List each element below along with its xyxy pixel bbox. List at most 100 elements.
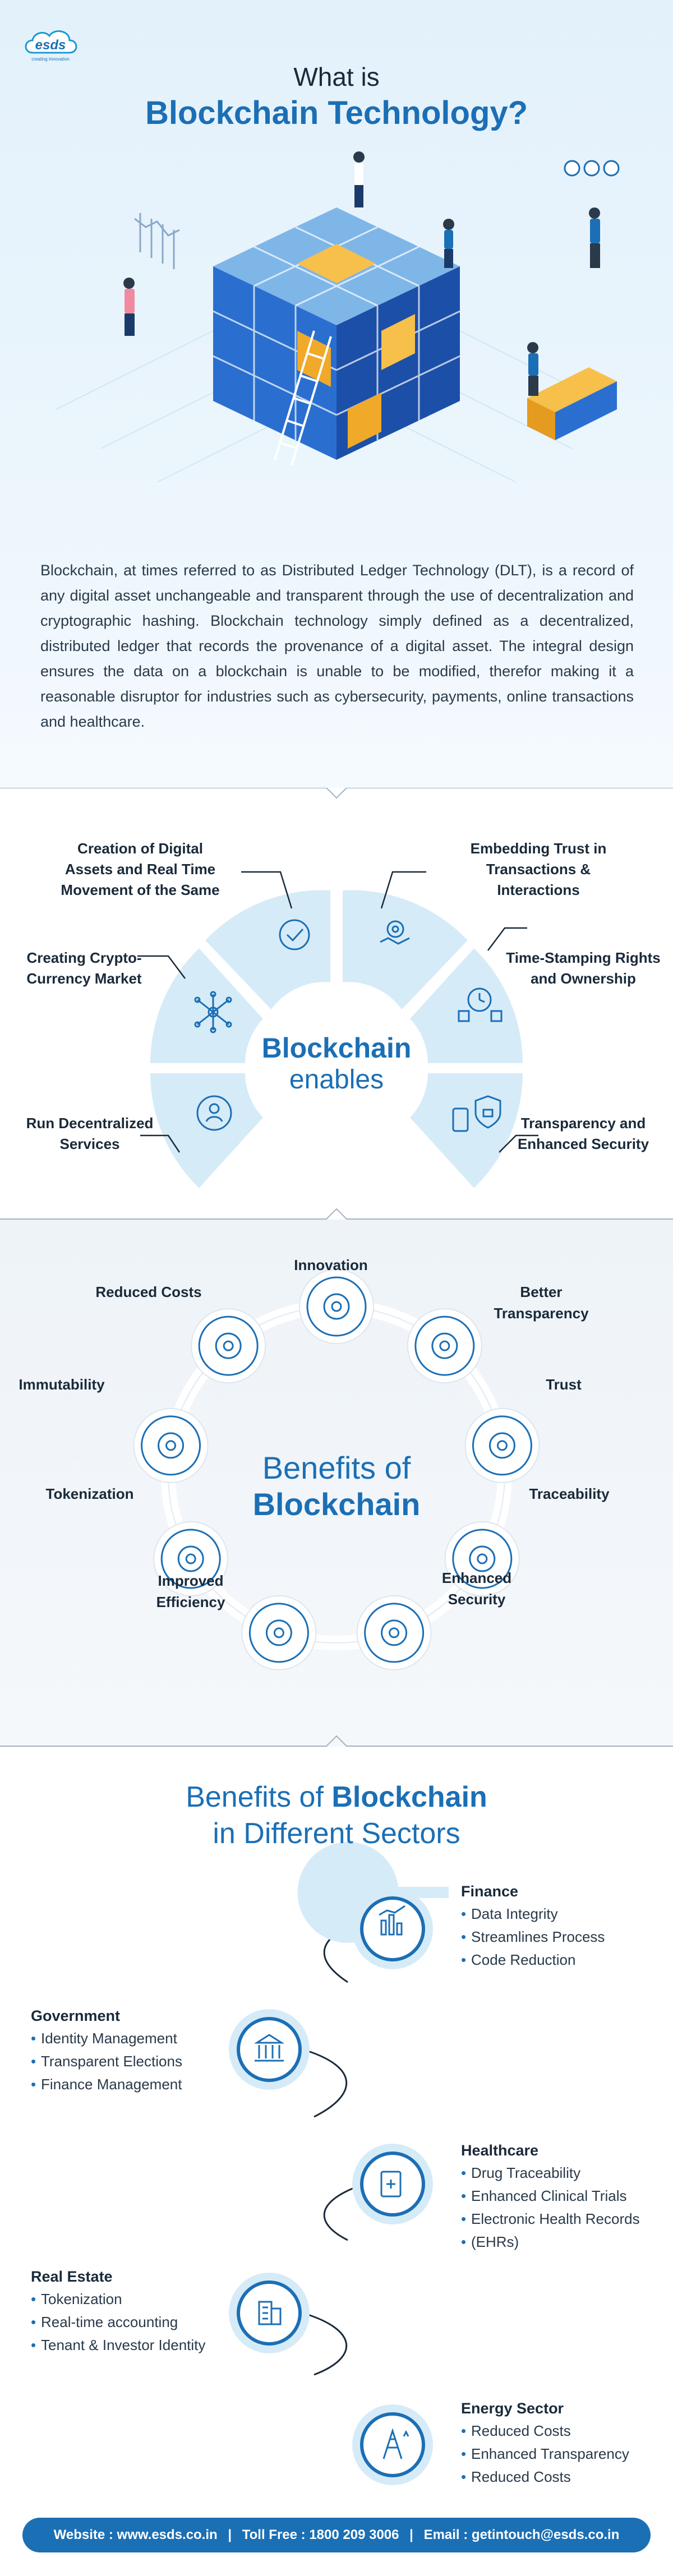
sector-healthcare-item-cont: (EHRs)	[461, 2231, 673, 2254]
medical-record-icon	[380, 2171, 402, 2198]
sector-finance-item: Data Integrity	[461, 1903, 673, 1926]
benefit-label-tokenization: Tokenization	[45, 1485, 134, 1502]
sector-pod-healthcare	[352, 2144, 433, 2224]
sector-energy: Energy Sector Reduced Costs Enhanced Tra…	[461, 2397, 673, 2489]
sectors-title-part-a: Benefits of	[186, 1781, 332, 1813]
enables-center-title: Blockchain	[261, 1032, 412, 1064]
sector-energy-item: Reduced Costs	[461, 2420, 673, 2443]
handshake-icon	[488, 1432, 515, 1459]
benefit-label-enhanced-security: Enhanced Security	[441, 1569, 512, 1608]
benefit-node-chart-gear-icon	[241, 1595, 317, 1670]
document-search-icon	[469, 1545, 496, 1572]
sector-real-estate-item: Tenant & Investor Identity	[31, 2334, 244, 2357]
enables-segment-top-right	[339, 887, 473, 1015]
enables-segment-left	[146, 943, 268, 1067]
blockchain-cube-illustration	[56, 151, 620, 483]
sector-finance-item: Streamlines Process	[461, 1926, 673, 1949]
sector-government-item: Finance Management	[31, 2073, 244, 2096]
footer-contact-bar: Website : www.esds.co.in | Toll Free : 1…	[22, 2518, 651, 2552]
sector-finance-item: Code Reduction	[461, 1949, 673, 1972]
sector-healthcare-heading: Healthcare	[461, 2142, 539, 2159]
rail-healthcare-realestate	[323, 2183, 365, 2241]
sector-pod-energy	[352, 2404, 433, 2485]
benefit-label-traceability: Traceability	[529, 1485, 610, 1502]
sector-real-estate: Real Estate Tokenization Real-time accou…	[31, 2265, 244, 2357]
enables-label-embedding-trust: Embedding Trust in Transactions & Intera…	[470, 840, 607, 898]
sector-healthcare-item: Enhanced Clinical Trials	[461, 2185, 673, 2208]
hero-title-line2: Blockchain Technology?	[145, 95, 528, 131]
enables-label-crypto-market: Creating Crypto-Currency Market	[26, 949, 142, 987]
benefit-node-shield-icon	[356, 1595, 432, 1670]
sector-healthcare-item: Drug Traceability	[461, 2162, 673, 2185]
sector-government: Government Identity Management Transpare…	[31, 2005, 244, 2096]
sectors-title-line1: Benefits of Blockchain	[0, 1780, 673, 1814]
benefit-label-transparency: Better Transparency	[494, 1284, 589, 1322]
cube-group	[213, 151, 460, 466]
sector-healthcare: Healthcare Drug Traceability Enhanced Cl…	[461, 2139, 673, 2254]
blocks-icon	[158, 1432, 185, 1459]
sector-government-item: Identity Management	[31, 2027, 244, 2050]
sector-energy-item: Reduced Costs	[461, 2466, 673, 2489]
benefit-node-blocks-icon	[133, 1407, 209, 1483]
lightbulb-gear-icon	[323, 1293, 350, 1320]
benefit-label-trust: Trust	[546, 1376, 582, 1393]
network-node-icon	[194, 991, 232, 1033]
shield-lock-icon	[452, 1095, 501, 1132]
enables-segment-right	[405, 943, 527, 1067]
footer-separator: |	[409, 2527, 413, 2542]
enables-label-time-stamping: Time-Stamping Rights and Ownership	[506, 949, 661, 987]
handshake-gear-icon	[380, 920, 410, 945]
enables-segment-top-left	[200, 887, 334, 1015]
check-circle-icon	[279, 919, 310, 950]
enables-label-digital-assets: Creation of Digital Assets and Real Time…	[61, 840, 220, 898]
benefit-label-reduced-costs: Reduced Costs	[95, 1284, 202, 1300]
benefit-node-handshake-icon	[464, 1407, 540, 1483]
benefit-node-token-icon	[153, 1521, 229, 1596]
enables-label-transparency: Transparency and Enhanced Security	[517, 1115, 649, 1152]
blockchain-enables-section: Creation of Digital Assets and Real Time…	[0, 788, 673, 1220]
sector-energy-heading: Energy Sector	[461, 2400, 564, 2417]
person-server	[527, 342, 617, 440]
benefit-label-innovation: Innovation	[294, 1257, 368, 1273]
sector-pod-finance	[297, 1842, 449, 1969]
sector-real-estate-heading: Real Estate	[31, 2268, 113, 2285]
sector-government-item: Transparent Elections	[31, 2050, 244, 2073]
sector-healthcare-item: Electronic Health Records	[461, 2208, 673, 2231]
token-icon	[177, 1545, 204, 1572]
sector-pod-government	[229, 2009, 310, 2090]
enables-segment-lower-left	[146, 1070, 268, 1193]
hero-section: esds creating Innovation What is Blockch…	[0, 0, 673, 788]
eye-icon	[431, 1332, 458, 1359]
government-building-icon	[253, 2034, 285, 2062]
sectors-title-part-b: Blockchain	[331, 1781, 487, 1813]
benefit-label-efficiency: Improved Efficiency	[156, 1572, 225, 1610]
finance-chart-icon	[379, 1905, 405, 1936]
benefit-node-eye-icon	[407, 1308, 482, 1384]
enables-center-subtitle: enables	[289, 1065, 384, 1095]
benefit-label-immutability: Immutability	[19, 1376, 105, 1393]
sectors-section: Benefits of Blockchain in Different Sect…	[0, 1747, 673, 2576]
sector-finance-heading: Finance	[461, 1883, 519, 1900]
sector-finance: Finance Data Integrity Streamlines Proce…	[461, 1880, 673, 1972]
decentralized-user-icon	[196, 1095, 232, 1131]
rail-realestate-energy	[302, 2312, 347, 2376]
footer-email-link[interactable]: Email : getintouch@esds.co.in	[423, 2527, 620, 2542]
person-left	[123, 213, 180, 336]
logo-tagline: creating Innovation	[31, 57, 70, 62]
hero-title-line1: What is	[293, 62, 380, 91]
sector-pod-real-estate	[229, 2273, 310, 2353]
benefit-node-coin-down-icon	[191, 1308, 266, 1384]
benefits-center-title: Benefits of	[262, 1450, 411, 1485]
real-estate-building-icon	[258, 2301, 282, 2325]
sectors-title-line2: in Different Sectors	[213, 1817, 460, 1850]
person-right	[564, 160, 620, 268]
sector-real-estate-item: Tokenization	[31, 2288, 244, 2311]
esds-logo[interactable]: esds creating Innovation	[21, 24, 84, 68]
rail-government-healthcare	[302, 2048, 347, 2118]
benefit-node-document-search-icon	[444, 1521, 520, 1596]
clock-cubes-icon	[458, 987, 503, 1022]
enables-label-decentralized-services: Run Decentralized Services	[26, 1115, 154, 1152]
logo-text: esds	[35, 38, 66, 53]
footer-toll-free[interactable]: Toll Free : 1800 209 3006	[242, 2527, 399, 2542]
footer-website-link[interactable]: Website : www.esds.co.in	[53, 2527, 218, 2542]
